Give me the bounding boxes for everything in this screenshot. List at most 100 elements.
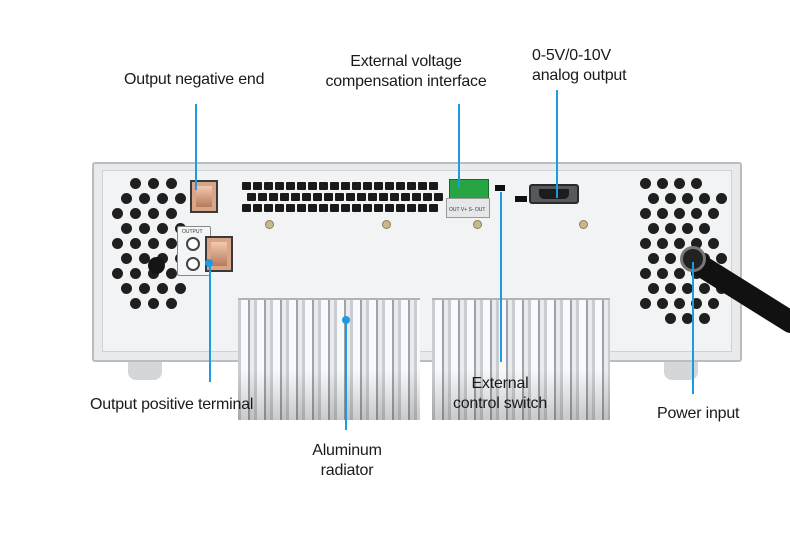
vent-hole	[657, 298, 668, 309]
vent-hole	[691, 238, 702, 249]
vent-hole	[648, 193, 659, 204]
vent-slot	[258, 193, 267, 201]
external-control-switch	[495, 185, 505, 191]
vent-hole	[130, 238, 141, 249]
vent-hole	[648, 223, 659, 234]
screw	[473, 220, 482, 229]
negative-terminal	[190, 180, 218, 213]
label-aluminum-radiator: Aluminum radiator	[297, 441, 397, 481]
vent-slot	[253, 182, 262, 190]
vent-hole	[665, 193, 676, 204]
vent-hole	[674, 298, 685, 309]
vent-hole	[148, 178, 159, 189]
vent-slot	[324, 193, 333, 201]
vent-slot	[308, 204, 317, 212]
vent-slot	[429, 204, 438, 212]
vent-slot	[330, 182, 339, 190]
vent-slot	[385, 204, 394, 212]
vent-hole	[166, 298, 177, 309]
aluminum-heatsink-right	[432, 298, 610, 420]
vent-slot	[264, 182, 273, 190]
vent-slot	[308, 182, 317, 190]
vent-hole	[657, 208, 668, 219]
vent-hole	[130, 178, 141, 189]
vent-hole	[175, 193, 186, 204]
vent-hole	[699, 223, 710, 234]
vent-hole	[157, 283, 168, 294]
vent-hole	[130, 208, 141, 219]
vent-hole	[691, 298, 702, 309]
vent-hole	[157, 223, 168, 234]
vent-slot	[429, 182, 438, 190]
vent-slot	[407, 204, 416, 212]
vent-hole	[640, 178, 651, 189]
vent-hole	[674, 208, 685, 219]
vent-slot	[264, 204, 273, 212]
callout-line-aluminum-radiator	[345, 320, 347, 430]
vent-slot	[434, 193, 443, 201]
vent-hole	[139, 283, 150, 294]
vent-hole	[112, 238, 123, 249]
screw	[265, 220, 274, 229]
vent-slot	[247, 193, 256, 201]
label-output-negative: Output negative end	[124, 71, 265, 88]
vent-slot	[297, 182, 306, 190]
vent-hole	[148, 238, 159, 249]
vent-hole	[716, 253, 727, 264]
vent-slot	[423, 193, 432, 201]
vent-slot	[363, 204, 372, 212]
vent-hole	[121, 193, 132, 204]
screw	[382, 220, 391, 229]
vent-hole	[130, 298, 141, 309]
vent-slot	[269, 193, 278, 201]
vent-hole	[674, 268, 685, 279]
vent-slot	[341, 204, 350, 212]
vent-hole	[640, 208, 651, 219]
vent-hole	[157, 193, 168, 204]
vent-hole	[657, 178, 668, 189]
vent-slot	[379, 193, 388, 201]
vent-hole	[691, 208, 702, 219]
vent-slot	[291, 193, 300, 201]
vent-slot	[313, 193, 322, 201]
callout-line-analog-output	[556, 90, 558, 198]
mounting-hole	[148, 257, 165, 274]
label-analog-line1: 0-5V/0-10V	[532, 47, 611, 64]
label-ext-voltage-line1: External voltage	[350, 53, 462, 70]
vent-slot	[352, 204, 361, 212]
output-plate-label: OUTPUT	[182, 229, 203, 235]
vent-slot	[319, 182, 328, 190]
label-output-positive: Output positive terminal	[90, 396, 254, 413]
vent-hole	[716, 193, 727, 204]
vent-hole	[682, 193, 693, 204]
vent-hole	[112, 208, 123, 219]
callout-line-ext-voltage	[458, 104, 460, 188]
vent-hole	[699, 193, 710, 204]
vent-slot	[401, 193, 410, 201]
callout-line-power-input	[692, 262, 694, 394]
vent-slot	[396, 182, 405, 190]
right-foot	[664, 362, 698, 380]
vent-slot	[396, 204, 405, 212]
vent-slot	[368, 193, 377, 201]
callout-line-ext-control	[500, 192, 502, 362]
vent-hole	[708, 208, 719, 219]
switch-indicator	[515, 196, 527, 202]
vent-hole	[665, 223, 676, 234]
positive-terminal	[205, 236, 233, 272]
vent-hole	[657, 268, 668, 279]
vent-hole	[121, 223, 132, 234]
callout-line-output-positive	[209, 262, 211, 382]
label-ext-control-line1: External	[471, 375, 529, 392]
vent-hole	[657, 238, 668, 249]
vent-slot	[242, 182, 251, 190]
vent-slot	[335, 193, 344, 201]
vent-hole	[166, 178, 177, 189]
vent-hole	[674, 238, 685, 249]
vent-slot	[330, 204, 339, 212]
vent-hole	[139, 253, 150, 264]
vent-slot	[357, 193, 366, 201]
vent-slot	[374, 204, 383, 212]
output-ring-bottom	[186, 257, 200, 271]
label-ext-voltage: External voltage compensation interface	[318, 52, 494, 92]
